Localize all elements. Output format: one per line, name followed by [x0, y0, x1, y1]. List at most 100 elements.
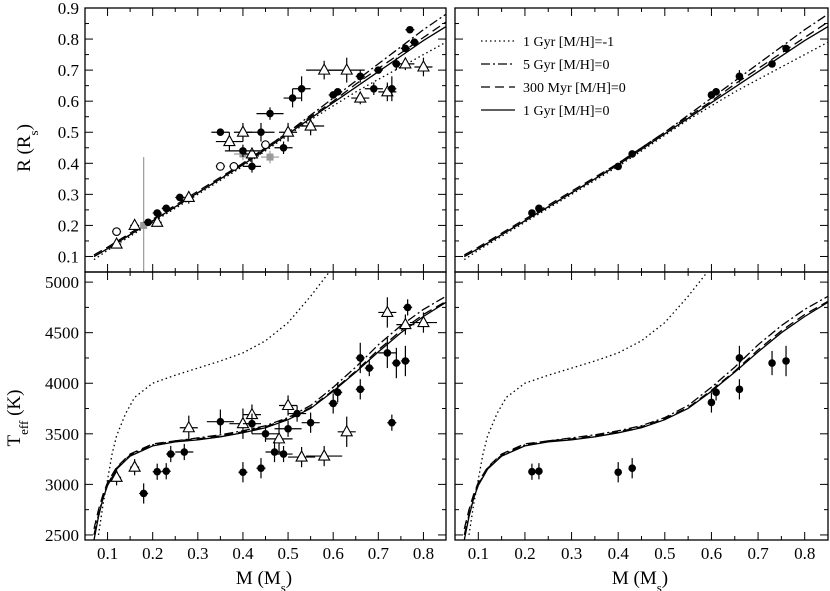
x-tick-label: 0.6 — [701, 544, 722, 563]
x-axis-title-left-close: ) — [286, 568, 292, 589]
gray-point — [266, 153, 274, 161]
filled-circle-point — [239, 468, 247, 477]
filled-circle-point — [392, 359, 401, 367]
filled-circle-point — [388, 84, 396, 93]
y-axis-title-teff-close: (K) — [4, 390, 25, 421]
y-axis-title-teff-main: T — [4, 434, 25, 446]
filled-circle-point — [284, 424, 292, 433]
plot-area-radius-right — [463, 13, 828, 261]
filled-circle-point — [374, 66, 383, 74]
y-tick-label: 5000 — [45, 273, 79, 292]
y-axis-title-teff-sub: eff — [16, 420, 31, 435]
x-tick-label: 0.8 — [794, 544, 815, 563]
filled-circle-point — [712, 88, 720, 96]
model-curve-solid — [93, 301, 446, 540]
filled-circle-point — [139, 489, 148, 498]
open-triangle-point — [340, 62, 354, 75]
x-axis-title-left: M (Ms) — [236, 568, 292, 591]
open-triangle-point — [417, 59, 430, 72]
filled-circle-point — [162, 467, 171, 476]
y-tick-label: 4500 — [45, 324, 79, 343]
filled-circle-point — [175, 193, 184, 202]
filled-circle-point — [735, 72, 744, 81]
filled-circle-point — [528, 209, 536, 217]
open-triangle-point — [182, 420, 196, 433]
y-tick-label: 0.8 — [58, 30, 79, 49]
legend-label: 1 Gyr [M/H]=0 — [523, 104, 609, 119]
filled-circle-point — [279, 143, 288, 152]
filled-circle-point — [306, 418, 315, 427]
model-curve-dashdot — [463, 13, 828, 258]
y-tick-label: 0.1 — [58, 247, 79, 266]
plot-area-teff-right — [463, 272, 828, 540]
model-curve-dashed — [93, 300, 446, 530]
x-tick-label: 0.4 — [608, 544, 630, 563]
open-circle-point — [229, 162, 239, 171]
x-tick-label: 0.7 — [747, 544, 769, 563]
model-curve-dotted — [93, 41, 446, 261]
x-tick-label: 0.8 — [413, 544, 434, 563]
model-curve-solid — [463, 26, 828, 258]
filled-circle-point — [768, 359, 776, 367]
plot-area-teff-left — [93, 272, 446, 540]
filled-circle-point — [401, 357, 410, 365]
filled-circle-point — [293, 409, 301, 418]
gray-point — [140, 221, 148, 229]
y-tick-label: 2500 — [45, 526, 79, 545]
filled-circle-point — [248, 162, 256, 171]
y-tick-label: 3500 — [45, 425, 79, 444]
legend-label: 5 Gyr [M/H]=0 — [523, 58, 609, 73]
open-triangle-point — [380, 305, 394, 318]
filled-circle-point — [707, 398, 716, 407]
open-triangle-point — [317, 62, 331, 75]
filled-circle-point — [401, 44, 410, 53]
model-curve-dotted — [463, 41, 828, 261]
x-axis-title-right: M (Ms) — [612, 568, 668, 591]
x-axis-title-right-sub: s — [657, 580, 662, 591]
filled-circle-point — [216, 417, 225, 426]
y-tick-label: 0.5 — [58, 123, 79, 142]
open-triangle-point — [398, 56, 412, 69]
open-triangle-point — [128, 460, 142, 472]
x-tick-label: 0.1 — [97, 544, 118, 563]
y-axis-title-radius-main: R (R — [14, 135, 35, 172]
open-triangle-point — [128, 218, 142, 230]
x-tick-label: 0.7 — [368, 544, 390, 563]
filled-circle-point — [388, 418, 396, 427]
filled-circle-point — [410, 38, 419, 46]
filled-circle-point — [365, 364, 374, 372]
filled-circle-point — [153, 209, 161, 217]
open-triangle-point — [272, 431, 286, 444]
y-tick-label: 0.7 — [58, 61, 80, 80]
filled-circle-point — [628, 150, 636, 158]
open-triangle-point — [150, 215, 164, 227]
legend-label: 1 Gyr [M/H]=-1 — [523, 35, 614, 50]
filled-circle-point — [628, 464, 636, 472]
y-tick-label: 0.4 — [58, 154, 80, 173]
filled-circle-point — [257, 464, 265, 472]
panel-frame-radius-right — [454, 7, 829, 273]
filled-circle-point — [333, 88, 342, 96]
panel-frame-radius-left — [84, 7, 447, 273]
filled-circle-point — [261, 430, 270, 438]
filled-circle-point — [735, 385, 744, 394]
filled-circle-point — [370, 84, 378, 93]
panel-frame-teff-left — [84, 271, 447, 541]
open-circle-point — [261, 140, 270, 150]
open-triangle-point — [236, 416, 250, 429]
filled-circle-point — [333, 388, 342, 397]
open-triangle-point — [182, 190, 196, 203]
y-axis-title-radius-sub: s — [26, 130, 41, 135]
open-triangle-point — [353, 90, 367, 103]
filled-circle-point — [329, 399, 337, 408]
open-triangle-point — [222, 134, 236, 147]
open-triangle-point — [281, 398, 295, 411]
x-tick-label: 0.5 — [654, 544, 675, 563]
plot-area-radius-left — [93, 13, 446, 272]
panel-frame-teff-right — [454, 271, 829, 541]
filled-circle-point — [535, 204, 543, 213]
model-curve-dotted — [468, 272, 709, 535]
